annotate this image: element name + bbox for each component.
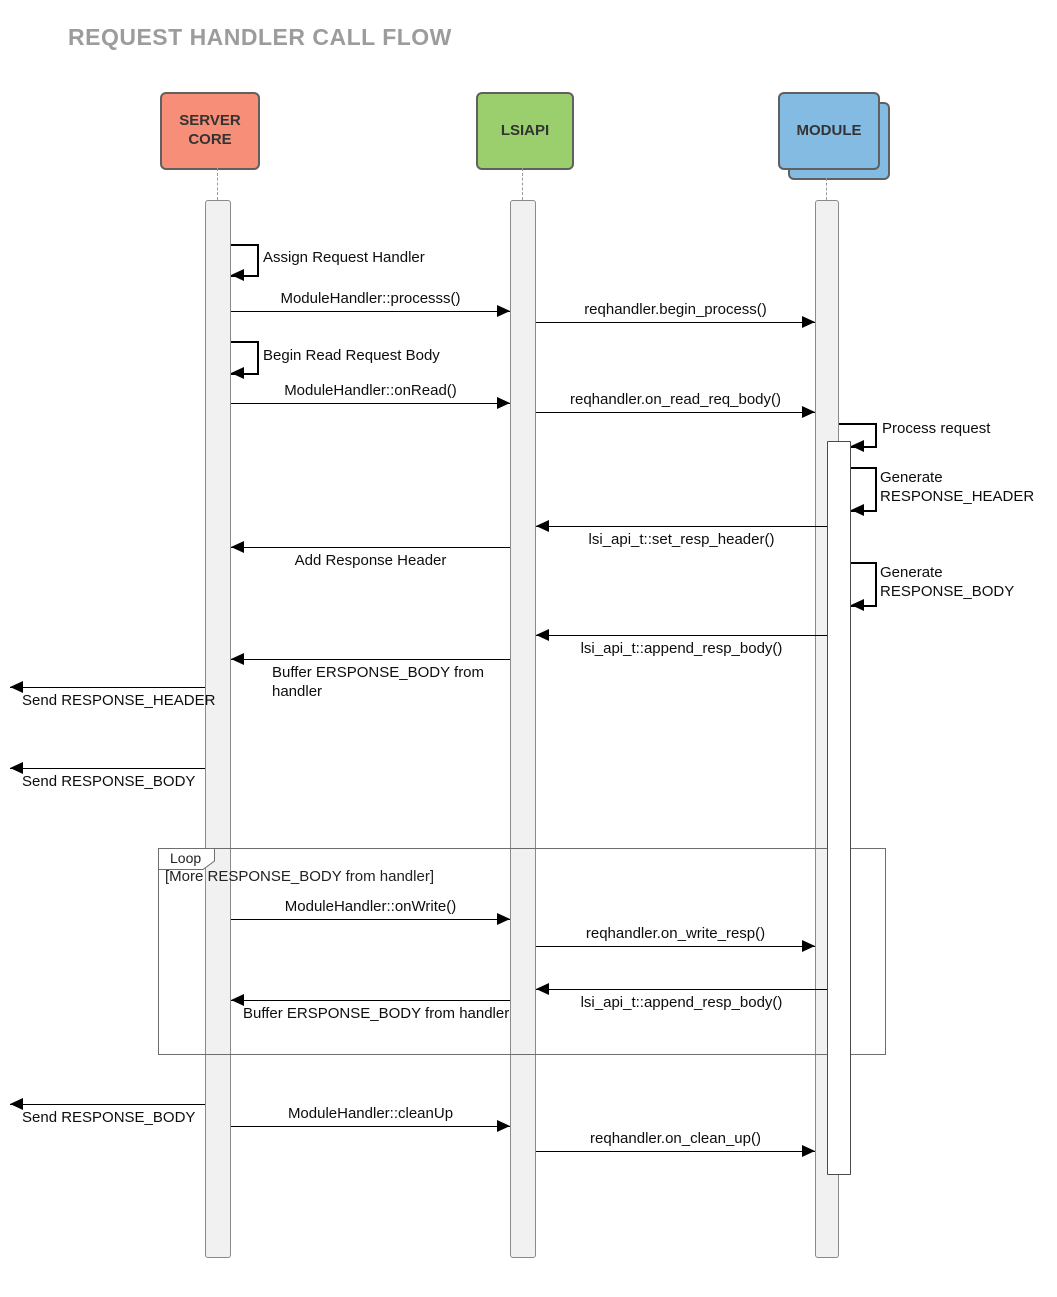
selfcall-assign-request-handler [231, 244, 259, 277]
msg-send-resp-body-2: Send RESPONSE_BODY [22, 1109, 196, 1126]
msg-buffer-body: Buffer ERSPONSE_BODY from handler [272, 664, 485, 701]
arrowhead [802, 406, 815, 418]
msg-begin-read-body: Begin Read Request Body [263, 347, 440, 364]
msg-on-write: ModuleHandler::onWrite() [284, 898, 457, 915]
msgline-send-resp-header [10, 687, 205, 688]
actor-module-label: MODULE [796, 121, 862, 139]
msgline-buffer-body [231, 659, 510, 660]
msg-append-resp-body: lsi_api_t::append_resp_body() [580, 640, 783, 657]
selfcall-generate-header [851, 467, 877, 512]
msg-on-read: ModuleHandler::onRead() [284, 382, 457, 399]
loop-operator-label: Loop [170, 850, 202, 866]
msgline-add-response-header [231, 547, 510, 548]
msgline-begin-process [536, 322, 815, 323]
msgline-on-read-req-body [536, 412, 815, 413]
msg-send-resp-header: Send RESPONSE_HEADER [22, 692, 216, 709]
selfcall-process-request-ext [839, 423, 853, 425]
arrowhead [851, 504, 864, 516]
arrowhead [231, 653, 244, 665]
arrowhead [802, 1145, 815, 1157]
lifeline-lsiapi [522, 168, 523, 200]
arrowhead [536, 983, 549, 995]
loop-frame [158, 848, 886, 1055]
msg-buffer-body-loop: Buffer ERSPONSE_BODY from handler [243, 1005, 510, 1022]
loop-tab [158, 848, 215, 870]
msg-on-write-resp: reqhandler.on_write_resp() [585, 925, 766, 942]
actor-server-core-label: SERVER CORE [179, 112, 241, 148]
arrowhead [802, 940, 815, 952]
selfcall-begin-read-body [231, 341, 259, 375]
msgline-on-write-resp [536, 946, 815, 947]
lifeline-module [826, 178, 827, 200]
msgline-cleanup [231, 1126, 510, 1127]
msgline-on-clean-up [536, 1151, 815, 1152]
activation-lsiapi [510, 200, 536, 1258]
arrowhead [536, 520, 549, 532]
msgline-append-resp-body [536, 635, 827, 636]
msg-set-resp-header: lsi_api_t::set_resp_header() [588, 531, 775, 548]
arrowhead [497, 305, 510, 317]
selfcall-process-request [851, 423, 877, 448]
arrowhead [851, 599, 864, 611]
actor-lsiapi: LSIAPI [476, 92, 574, 170]
msgline-on-write [231, 919, 510, 920]
arrowhead [497, 397, 510, 409]
msgline-append-resp-body-loop [536, 989, 827, 990]
selfcall-generate-body [851, 562, 877, 607]
arrowhead [231, 367, 244, 379]
msg-on-read-req-body: reqhandler.on_read_req_body() [570, 391, 781, 408]
arrowhead [231, 541, 244, 553]
arrowhead [231, 994, 244, 1006]
arrowhead [10, 762, 23, 774]
msg-assign-request-handler: Assign Request Handler [263, 249, 425, 266]
msgline-set-resp-header [536, 526, 827, 527]
arrowhead [231, 269, 244, 281]
msg-begin-process: reqhandler.begin_process() [584, 301, 767, 318]
activation-module-nested [827, 441, 851, 1175]
arrowhead [497, 1120, 510, 1132]
msgline-buffer-body-loop [231, 1000, 510, 1001]
actor-server-core: SERVER CORE [160, 92, 260, 170]
msgline-send-resp-body-2 [10, 1104, 205, 1105]
msg-on-clean-up: reqhandler.on_clean_up() [590, 1130, 761, 1147]
arrowhead [851, 440, 864, 452]
msgline-process [231, 311, 510, 312]
msg-send-resp-body: Send RESPONSE_BODY [22, 773, 196, 790]
msgline-send-resp-body [10, 768, 205, 769]
diagram-title: REQUEST HANDLER CALL FLOW [68, 24, 452, 50]
actor-lsiapi-label: LSIAPI [500, 121, 550, 139]
msg-generate-body: Generate RESPONSE_BODY [880, 564, 1015, 601]
msg-generate-header: Generate RESPONSE_HEADER [880, 469, 1035, 506]
msg-append-resp-body-loop: lsi_api_t::append_resp_body() [580, 994, 783, 1011]
arrowhead [10, 681, 23, 693]
arrowhead [497, 913, 510, 925]
arrowhead [802, 316, 815, 328]
msg-process: ModuleHandler::processs() [280, 290, 461, 307]
arrowhead [10, 1098, 23, 1110]
loop-guard: [More RESPONSE_BODY from handler] [165, 868, 434, 885]
lifeline-server-core [217, 168, 218, 200]
actor-module: MODULE [778, 92, 880, 170]
msgline-on-read [231, 403, 510, 404]
msg-add-response-header: Add Response Header [294, 552, 447, 569]
arrowhead [536, 629, 549, 641]
msg-process-request: Process request [882, 420, 991, 437]
msg-cleanup: ModuleHandler::cleanUp [287, 1105, 454, 1122]
activation-server-core [205, 200, 231, 1258]
